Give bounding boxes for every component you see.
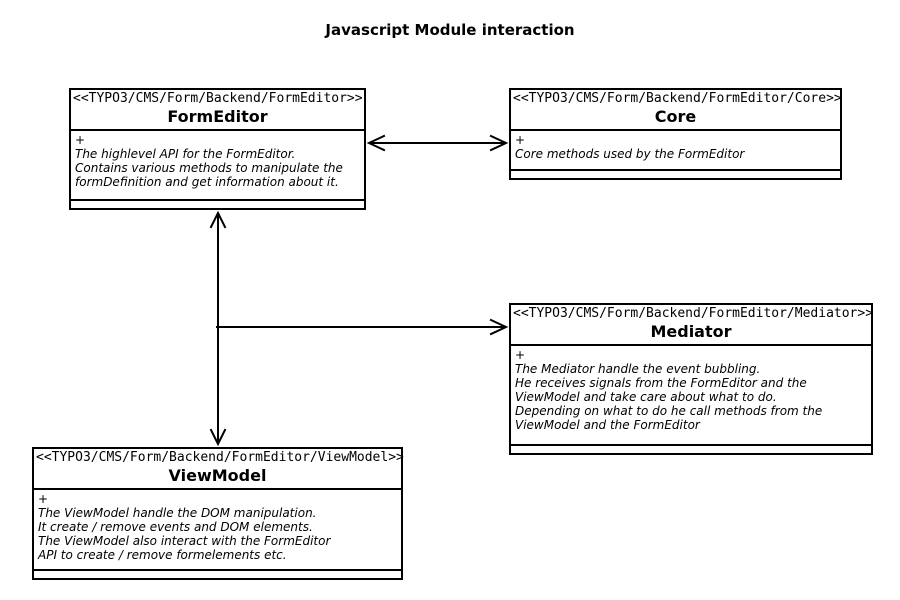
description-line: formDefinition and get information about… xyxy=(75,175,339,189)
description-line: ViewModel and the FormEditor xyxy=(515,418,700,432)
empty-methods-compartment xyxy=(34,569,401,578)
empty-methods-compartment xyxy=(511,444,871,453)
description-line: API to create / remove formelements etc. xyxy=(38,548,287,562)
core-header: <<TYPO3/CMS/Form/Backend/FormEditor/Core… xyxy=(511,90,842,131)
mediator-header: <<TYPO3/CMS/Form/Backend/FormEditor/Medi… xyxy=(511,305,874,346)
uml-class-mediator: <<TYPO3/CMS/Form/Backend/FormEditor/Medi… xyxy=(509,303,873,455)
empty-methods-compartment xyxy=(511,169,840,178)
description-line: The Mediator handle the event bubbling. xyxy=(515,362,761,376)
formeditor-viewmodel-arrow xyxy=(209,210,227,447)
mediator-name: Mediator xyxy=(650,322,732,341)
description-line: It create / remove events and DOM elemen… xyxy=(38,520,313,534)
visibility-marker: + xyxy=(75,133,86,147)
core-stereotype: <<TYPO3/CMS/Form/Backend/FormEditor/Core… xyxy=(513,91,842,106)
visibility-marker: + xyxy=(515,133,526,147)
empty-methods-compartment xyxy=(71,199,364,208)
formeditor-stereotype: <<TYPO3/CMS/Form/Backend/FormEditor>> xyxy=(73,91,363,106)
description-line: He receives signals from the FormEditor … xyxy=(515,376,807,390)
formeditor-description: + The highlevel API for the FormEditor. … xyxy=(71,131,364,199)
viewmodel-stereotype: <<TYPO3/CMS/Form/Backend/FormEditor/View… xyxy=(36,450,404,465)
description-line: The highlevel API for the FormEditor. xyxy=(75,147,296,161)
description-line: Contains various methods to manipulate t… xyxy=(75,161,343,175)
mediator-stereotype: <<TYPO3/CMS/Form/Backend/FormEditor/Medi… xyxy=(513,306,874,321)
junction-mediator-arrow xyxy=(216,318,509,336)
description-line: The ViewModel handle the DOM manipulatio… xyxy=(38,506,317,520)
viewmodel-description: + The ViewModel handle the DOM manipulat… xyxy=(34,490,401,569)
visibility-marker: + xyxy=(38,492,49,506)
diagram-title: Javascript Module interaction xyxy=(325,21,575,39)
formeditor-name: FormEditor xyxy=(167,107,268,126)
description-line: ViewModel and take care about what to do… xyxy=(515,390,777,404)
uml-class-formeditor: <<TYPO3/CMS/Form/Backend/FormEditor>> Fo… xyxy=(69,88,366,210)
mediator-description: + The Mediator handle the event bubbling… xyxy=(511,346,871,444)
formeditor-core-arrow xyxy=(366,134,509,152)
description-line: Depending on what to do he call methods … xyxy=(515,404,823,418)
visibility-marker: + xyxy=(515,348,526,362)
core-name: Core xyxy=(654,107,697,126)
description-line: Core methods used by the FormEditor xyxy=(515,147,745,161)
description-line: The ViewModel also interact with the For… xyxy=(38,534,331,548)
uml-class-core: <<TYPO3/CMS/Form/Backend/FormEditor/Core… xyxy=(509,88,842,180)
viewmodel-header: <<TYPO3/CMS/Form/Backend/FormEditor/View… xyxy=(34,449,404,490)
uml-class-viewmodel: <<TYPO3/CMS/Form/Backend/FormEditor/View… xyxy=(32,447,404,580)
core-description: + Core methods used by the FormEditor xyxy=(511,131,840,169)
formeditor-header: <<TYPO3/CMS/Form/Backend/FormEditor>> Fo… xyxy=(71,90,364,131)
viewmodel-name: ViewModel xyxy=(168,466,267,485)
